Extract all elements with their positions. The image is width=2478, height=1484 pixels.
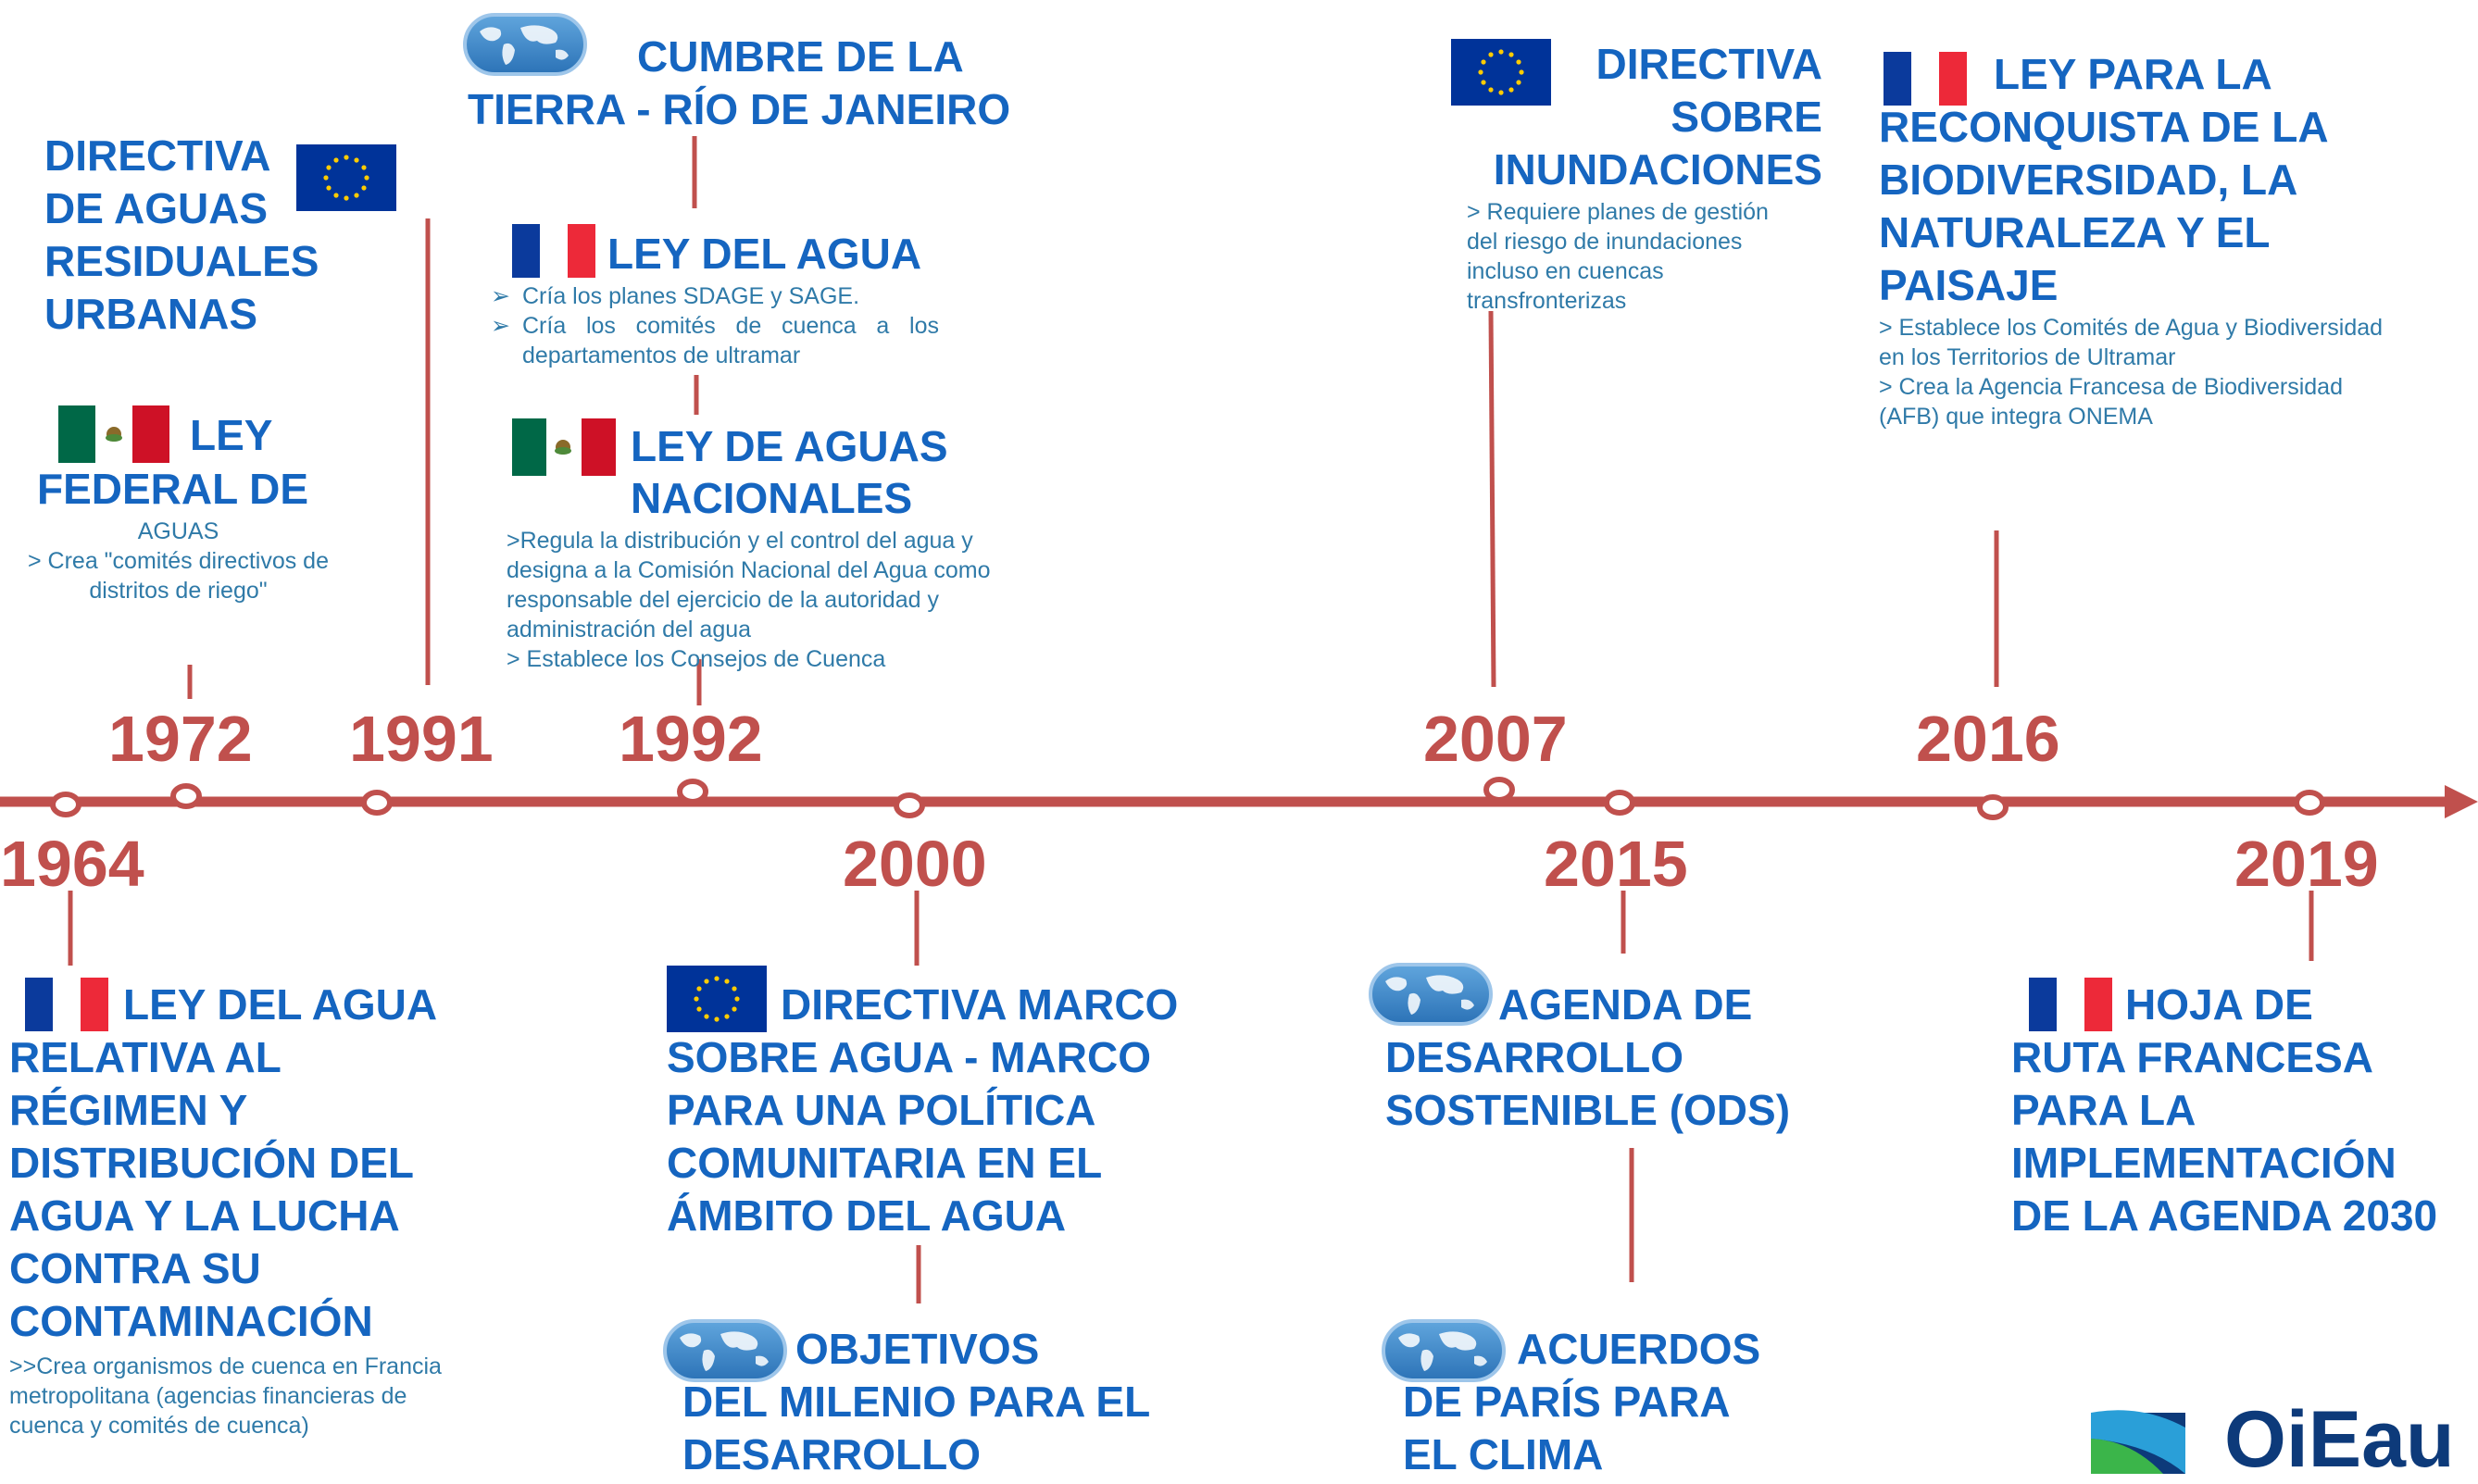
globe-icon [663,1319,787,1382]
event-2016-desc-1: > Establece los Comités de Agua y Biodiv… [1879,315,2384,370]
france-flag-icon [512,224,595,278]
event-2015-ods-title-first: AGENDA DE [1498,980,1753,1029]
event-2015-paris-title-first: ACUERDOS [1517,1325,1761,1373]
timeline-dot-2016 [1977,794,2009,820]
year-label-2015: 2015 [1544,828,1688,900]
globe-icon [1382,1319,1506,1382]
timeline-dot-1964 [50,792,81,817]
event-1992-ley-agua-bullet-1: Cría los planes SDAGE y SAGE. [491,281,939,311]
year-label-1964: 1964 [0,828,144,900]
event-2016-description: > Establece los Comités de Agua y Biodiv… [1879,313,2397,431]
event-1972-desc-line-2: > Crea "comités directivos de distritos … [28,548,329,604]
event-1964-description: >>Crea organismos de cuenca en Francia m… [9,1353,442,1439]
oieau-logo-text: OiEau [2224,1395,2455,1484]
timeline-dot-2007 [1483,777,1515,803]
eu-flag-icon [296,144,396,211]
france-flag-icon [1884,52,1967,106]
event-1964-title-first: LEY DEL AGUA [123,980,438,1029]
event-2000-dma-title-first: DIRECTIVA MARCO [781,980,1179,1029]
event-1992-ley-agua-bullets: Cría los planes SDAGE y SAGE. Cría los c… [491,281,939,370]
event-2007-title-3: INUNDACIONES [1493,145,1822,193]
france-flag-icon [25,978,108,1031]
event-1992-ley-agua-title: LEY DEL AGUA [607,230,922,278]
event-1992-cumbre-title-rest: TIERRA - RÍO DE JANEIRO [468,85,1011,133]
oieau-logo-icon [2091,1410,2185,1474]
event-2007-title-1: DIRECTIVA [1596,40,1823,88]
event-1991-title-first: DIRECTIVA [44,131,271,180]
year-label-2007: 2007 [1423,703,1568,775]
year-label-2019: 2019 [2234,828,2379,900]
event-2000-odm-title-first: OBJETIVOS [795,1325,1040,1373]
event-1992-aguas-nac-title-1: LEY DE AGUAS [631,422,948,470]
connector-2007 [1488,310,1496,688]
event-2019-title-rest: RUTA FRANCESA PARA LA IMPLEMENTACIÓN DE … [2011,1033,2438,1240]
year-label-2016: 2016 [1916,703,2060,775]
globe-icon [463,13,587,76]
timeline-dot-2000 [894,792,925,818]
eu-flag-icon [667,966,767,1032]
event-2016-title-rest: RECONQUISTA DE LA BIODIVERSIDAD, LA NATU… [1879,103,2327,309]
event-1992-aguas-nac-desc-1: >Regula la distribución y el control del… [507,528,991,642]
event-2015-paris-title-rest: DE PARÍS PARA EL CLIMA [1403,1378,1729,1478]
event-2000-dma-title-rest: SOBRE AGUA - MARCO PARA UNA POLÍTICA COM… [667,1033,1152,1240]
mexico-flag-icon [512,418,616,476]
timeline-dot-1991 [361,790,393,816]
event-2015-ods-title-rest: DESARROLLO SOSTENIBLE (ODS) [1385,1033,1791,1134]
mexico-flag-icon [58,405,169,463]
event-1972-desc-line-1: AGUAS [137,518,219,544]
event-2016-title-first: LEY PARA LA [1994,50,2272,98]
year-label-1992: 1992 [619,703,763,775]
event-1991-title-rest: DE AGUAS RESIDUALES URBANAS [44,184,319,338]
event-2000-odm-title-rest: DEL MILENIO PARA EL DESARROLLO [682,1378,1150,1478]
france-flag-icon [2029,978,2112,1031]
event-1992-aguas-nac-description: >Regula la distribución y el control del… [507,526,1025,674]
year-label-1991: 1991 [349,703,494,775]
year-label-2000: 2000 [843,828,987,900]
timeline-dot-2019 [2294,790,2325,816]
event-2007-description: > Requiere planes de gestión del riesgo … [1467,199,1769,314]
event-1992-cumbre-title-first: CUMBRE DE LA [637,32,964,81]
event-1992-aguas-nac-title-2: NACIONALES [631,474,913,522]
timeline-dot-1992 [677,779,708,804]
globe-icon [1369,963,1493,1026]
timeline-arrowhead [2445,785,2478,818]
event-2019-title-first: HOJA DE [2125,980,2313,1029]
eu-flag-icon [1451,39,1551,106]
event-1992-ley-agua-bullet-2: Cría los comités de cuenca a los departa… [491,311,939,370]
year-label-1972: 1972 [108,703,253,775]
event-2007-title-2: SOBRE [1671,93,1822,141]
timeline-dot-2015 [1604,790,1635,816]
event-1972-title-rest: FEDERAL DE [37,465,309,513]
event-1972-description: AGUAS > Crea "comités directivos de dist… [0,517,357,605]
event-1964-title-rest: RELATIVA AL RÉGIMEN Y DISTRIBUCIÓN DEL A… [9,1033,414,1345]
event-1992-aguas-nac-desc-2: > Establece los Consejos de Cuenca [507,646,886,672]
timeline-dot-1972 [170,783,202,809]
event-1972-title-first: LEY [190,411,273,459]
event-2016-desc-2: > Crea la Agencia Francesa de Biodiversi… [1879,374,2343,430]
